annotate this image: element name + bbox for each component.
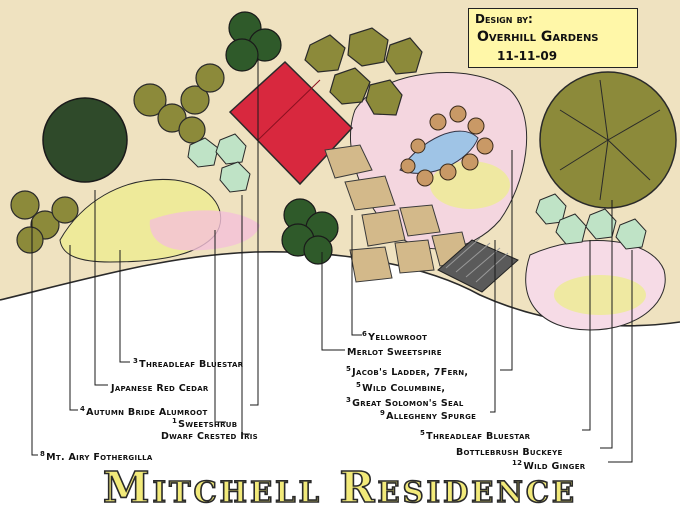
label-wild-ginger: 12Wild Ginger <box>512 459 586 473</box>
residence-title: Mitchell Residence <box>102 462 578 513</box>
large-canopy-tree <box>539 71 677 209</box>
label-mt-airy-fothergilla: 8Mt. Airy Fothergilla <box>40 450 153 464</box>
dark-shrub-top <box>225 11 282 72</box>
label-sweetshrub: 1Sweetshrub <box>172 417 238 431</box>
dark-conifer-left <box>42 97 128 183</box>
title-line-1: Design by: <box>475 12 533 26</box>
stepping-stone-path <box>324 144 471 283</box>
label-wild-columbine: 5Wild Columbine, <box>356 381 446 395</box>
label-yellowroot: 6Yellowroot <box>362 330 428 344</box>
olive-shrubs-top <box>304 27 423 116</box>
deck <box>437 237 519 293</box>
label-jacobs-ladder-fern: 5Jacob's Ladder, 7Fern, <box>346 365 469 379</box>
dark-shrub-middle <box>281 198 339 265</box>
house-roof <box>228 60 354 186</box>
callout-leader-lines <box>31 58 633 463</box>
left-pink-accent <box>149 210 260 251</box>
label-autumn-bride-alumroot: 4Autumn Bride Alumroot <box>80 405 208 419</box>
olive-shrubs-left <box>10 63 225 254</box>
label-bottlebrush-buckeye: Bottlebrush Buckeye <box>456 447 563 459</box>
lawn-area <box>0 251 680 524</box>
label-allegheny-spurge: 9Allegheny Spurge <box>380 409 477 423</box>
label-japanese-red-cedar: Japanese Red Cedar <box>111 383 209 395</box>
title-line-2: Overhill Gardens <box>477 29 599 45</box>
label-dwarf-crested-iris: Dwarf Crested Iris <box>161 431 259 443</box>
title-line-3: 11-11-09 <box>497 49 558 63</box>
water-feature <box>399 105 494 187</box>
designer-title-block: Design by: Overhill Gardens 11-11-09 <box>468 8 638 68</box>
label-threadleaf-bluestar-right: 5Threadleaf Bluestar <box>420 429 531 443</box>
label-threadleaf-bluestar-left: 3Threadleaf Bluestar <box>133 357 244 371</box>
label-great-solomons-seal: 3Great Solomon's Seal <box>346 396 464 410</box>
label-merlot-sweetspire: Merlot Sweetspire <box>347 347 442 359</box>
right-yellow-accent <box>554 275 646 315</box>
